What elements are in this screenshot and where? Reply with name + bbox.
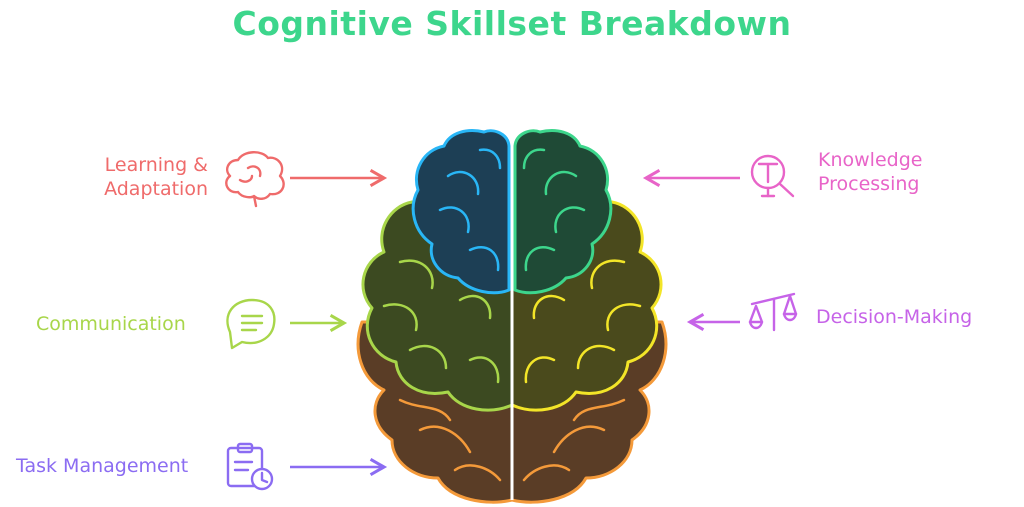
balance-scale-icon — [748, 292, 798, 332]
label-knowledge-line2: Processing — [818, 173, 920, 195]
label-task-management: Task Management — [16, 455, 189, 477]
label-communication: Communication — [36, 313, 186, 335]
label-learning-adaptation: Learning & Adaptation — [60, 153, 208, 201]
label-decision-making: Decision-Making — [816, 306, 973, 328]
diagram-title: Cognitive Skillset Breakdown — [232, 4, 792, 43]
speech-bubble-icon — [226, 298, 276, 350]
brain-icon — [225, 151, 285, 208]
brain-region-blue — [411, 129, 511, 295]
label-knowledge-line1: Knowledge — [818, 149, 923, 171]
brain-region-teal — [513, 129, 613, 295]
label-learning-line1: Learning & — [104, 154, 208, 176]
clipboard-clock-icon — [226, 442, 274, 491]
label-knowledge-processing: Knowledge Processing — [818, 148, 922, 196]
magnifier-text-icon — [750, 154, 795, 198]
label-learning-line2: Adaptation — [104, 178, 208, 200]
